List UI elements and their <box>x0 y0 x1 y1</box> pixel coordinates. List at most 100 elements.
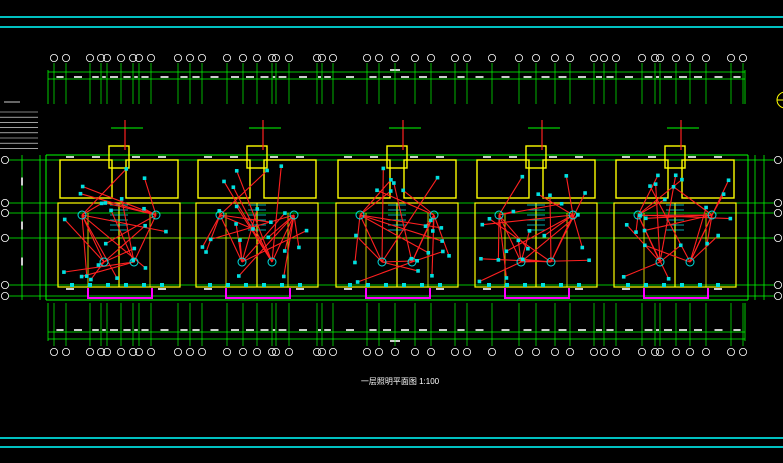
stair-top-wall <box>664 145 686 169</box>
light-fixture <box>728 216 733 221</box>
light-fixture <box>381 166 386 171</box>
wiring-run <box>565 175 574 216</box>
room-wall <box>125 159 179 199</box>
light-fixture <box>354 233 358 238</box>
axis-bubble-bottom <box>702 347 711 356</box>
wiring-run <box>359 214 443 242</box>
light-fixture <box>644 216 648 221</box>
room-wall <box>263 159 317 199</box>
light-fixture <box>542 233 547 238</box>
light-fixture <box>541 283 545 287</box>
wiring-run <box>655 184 661 263</box>
axis-bubble-top <box>312 54 321 63</box>
wiring-run <box>479 261 522 282</box>
light-fixture <box>415 258 419 263</box>
room-wall <box>197 159 251 199</box>
light-fixture <box>234 169 239 173</box>
axis-bubble-top <box>551 54 560 63</box>
light-fixture <box>279 164 284 168</box>
light-fixture <box>666 276 671 281</box>
junction-box <box>633 210 643 220</box>
drawing-frame <box>0 16 783 448</box>
light-fixture <box>583 191 587 195</box>
axis-bubble-top <box>374 54 383 63</box>
balcony-outline <box>643 288 709 299</box>
light-fixture <box>653 182 658 186</box>
drawing-title: 一层照明平面图 1:100 <box>361 377 440 386</box>
side-axis-bubbles <box>1 155 783 300</box>
light-fixture <box>384 283 388 287</box>
axis-bubble-top <box>222 54 231 63</box>
axis-bubble-top <box>103 54 112 63</box>
light-fixture <box>143 223 147 228</box>
light-fixture <box>656 173 660 178</box>
junction-box <box>494 210 504 220</box>
room-wall <box>403 159 457 199</box>
stair-top-wall <box>386 145 408 169</box>
wiring-run <box>359 214 429 254</box>
light-fixture <box>115 276 119 280</box>
light-fixture <box>426 250 431 255</box>
junction-box <box>516 257 526 267</box>
light-fixture <box>447 254 451 258</box>
wiring-run <box>284 214 295 252</box>
axis-bubble-bottom <box>62 347 71 356</box>
light-fixture <box>281 274 286 279</box>
light-fixture <box>266 235 271 240</box>
light-fixture <box>673 173 678 178</box>
light-fixture <box>132 246 137 251</box>
light-fixture <box>131 258 135 263</box>
wiring-run <box>241 230 307 263</box>
junction-box <box>99 257 109 267</box>
wiring-run <box>381 177 438 263</box>
light-fixture <box>78 191 83 196</box>
light-fixture <box>251 227 255 231</box>
wiring-run <box>637 199 666 216</box>
light-fixture <box>621 275 626 279</box>
light-fixture <box>479 256 483 261</box>
wiring-run <box>498 214 529 250</box>
junction-box <box>707 210 717 220</box>
axis-bubble-top <box>410 54 419 63</box>
light-fixture <box>124 283 128 287</box>
floor-plan <box>57 120 737 299</box>
wiring-run <box>637 214 661 263</box>
axis-bubble-top <box>390 54 399 63</box>
light-fixture <box>438 283 442 287</box>
wiring-run <box>543 214 574 237</box>
light-fixture <box>520 257 525 262</box>
axis-bubble-bottom <box>317 347 326 356</box>
axis-bubble-bottom <box>222 347 231 356</box>
wiring-run <box>359 214 442 229</box>
stair-top-wall <box>246 145 268 169</box>
junction-box <box>215 210 225 220</box>
light-fixture <box>526 246 530 251</box>
light-fixture <box>298 283 302 287</box>
wiring-run <box>623 261 661 278</box>
wiring-run <box>572 214 583 248</box>
axis-bubble-top <box>317 54 326 63</box>
axis-bubble-bottom <box>312 347 321 356</box>
light-fixture <box>662 283 666 287</box>
legend-lines-icon <box>0 101 38 149</box>
axis-bubble-bottom <box>551 347 560 356</box>
balcony-outline <box>225 288 291 299</box>
axis-bubble-top <box>638 54 647 63</box>
axis-bubble-bottom <box>97 347 106 356</box>
light-fixture <box>634 230 638 234</box>
wiring-run <box>689 207 707 263</box>
light-fixture <box>559 201 564 206</box>
wiring-run <box>81 214 105 263</box>
wiring-run <box>283 214 295 277</box>
axis-bubble-top <box>146 54 155 63</box>
bottom-dimension-chain <box>47 303 746 342</box>
light-fixture <box>429 218 433 223</box>
light-fixture <box>536 192 541 196</box>
top-dimension-chain <box>47 69 746 104</box>
light-fixture <box>487 283 491 287</box>
axis-bubble-top <box>97 54 106 63</box>
light-fixture <box>353 260 357 265</box>
light-fixture <box>663 197 667 202</box>
wiring-run <box>520 214 579 263</box>
axis-bubble-bottom <box>739 347 748 356</box>
